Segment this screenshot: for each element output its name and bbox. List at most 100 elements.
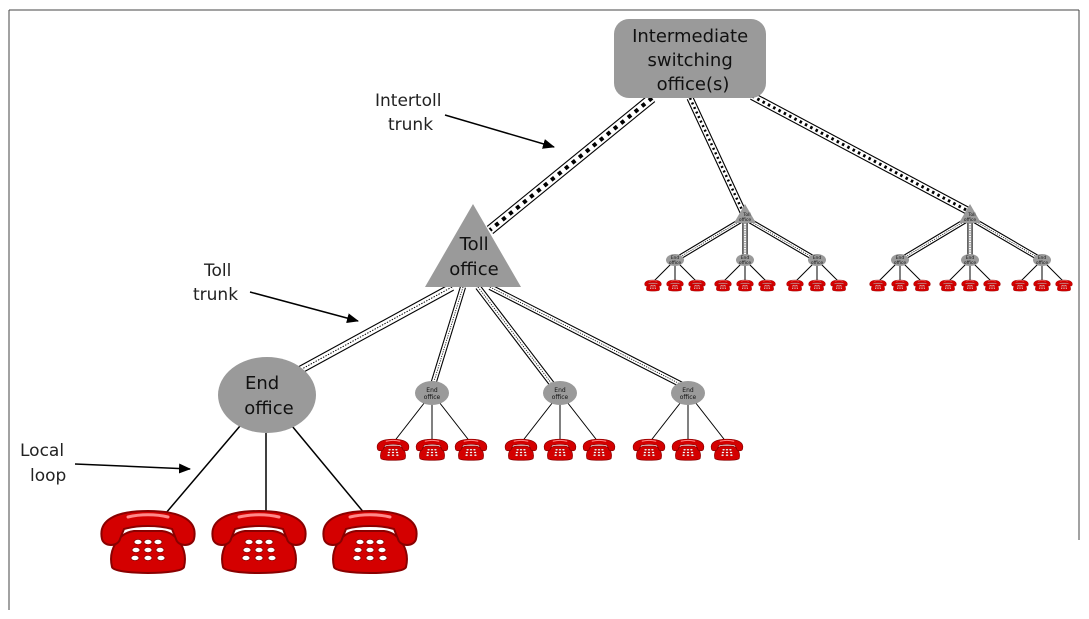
phone-key	[355, 539, 365, 545]
phone-key	[650, 448, 654, 451]
end-office: End office	[218, 357, 316, 433]
phone-key	[966, 287, 969, 289]
phone-key	[378, 554, 388, 561]
end-office-shape	[218, 357, 316, 433]
small-toll-office-shape	[959, 204, 981, 223]
phone-handset	[582, 438, 616, 452]
phone-key	[523, 454, 527, 457]
phone-key	[143, 539, 153, 545]
telephone-icon	[1033, 279, 1051, 292]
phone-key	[944, 287, 947, 289]
phone-layer	[100, 279, 1073, 574]
phone-handset	[666, 279, 684, 287]
phone-key	[696, 286, 698, 288]
phone-key	[899, 287, 901, 289]
phone-highlight	[719, 439, 735, 442]
phone-key	[836, 286, 838, 288]
telephone-icon	[830, 279, 848, 292]
phone-key	[682, 454, 686, 457]
phone-key	[561, 448, 565, 451]
phone-key	[649, 287, 652, 289]
phone-key	[466, 448, 470, 451]
small-toll-office-shape	[734, 204, 756, 223]
telephone-icon	[644, 279, 662, 292]
local-loop-annotation: Local loop	[20, 441, 191, 486]
phone-key	[796, 287, 799, 289]
phone-key	[130, 554, 140, 561]
phone-key	[993, 287, 996, 289]
phone-key	[391, 451, 395, 454]
toll-trunk	[429, 286, 466, 389]
small-end-label-line2: office	[669, 260, 682, 266]
phone-key	[719, 287, 722, 289]
phone-key	[1063, 285, 1065, 287]
phone-key	[1021, 285, 1023, 287]
phone-key	[594, 448, 598, 451]
phone-key	[835, 287, 838, 289]
phone-handset	[714, 279, 732, 287]
phone-handset	[913, 279, 931, 287]
telephone-icon	[983, 279, 1001, 292]
phone-key	[1038, 287, 1041, 289]
phone-key	[644, 448, 648, 451]
phone-key	[1021, 287, 1024, 289]
phone-key	[597, 448, 601, 451]
phone-highlight	[463, 439, 479, 442]
mini-toll-trunk-pattern	[744, 217, 818, 261]
small-end-label-line2: office	[964, 260, 977, 266]
telephone-icon	[504, 438, 538, 461]
trunk-layer	[159, 92, 1065, 521]
phone-key	[671, 287, 674, 289]
phone-key	[143, 554, 153, 561]
phone-key	[597, 454, 601, 457]
intertoll-trunk-annotation: Intertoll trunk	[375, 91, 555, 149]
phone-key	[600, 448, 604, 451]
small-end-label-line2: office	[811, 260, 824, 266]
intertoll-label-line2: trunk	[388, 115, 433, 135]
phone-key	[430, 454, 434, 457]
arrow-icon	[249, 291, 359, 323]
telephone-icon	[1055, 279, 1073, 292]
intertoll-label-line1: Intertoll	[375, 91, 441, 111]
phone-key	[949, 287, 952, 289]
toll-trunk-pattern	[489, 286, 689, 389]
phone-key	[838, 285, 840, 287]
small-end-label-line1: End	[1038, 255, 1047, 261]
intertoll-trunk-pattern	[688, 97, 745, 213]
telephone-icon	[415, 438, 449, 461]
mini-toll-trunk-pattern	[899, 217, 971, 261]
phone-key	[744, 287, 746, 289]
toll-trunk-label-line1: Toll	[203, 261, 231, 281]
toll-label-line2: office	[449, 259, 498, 280]
phone-key	[725, 454, 729, 457]
phone-handset	[543, 438, 577, 452]
phone-key	[387, 454, 391, 457]
phone-key	[879, 287, 882, 289]
phone-key	[554, 454, 558, 457]
telephone-icon	[666, 279, 684, 292]
toll-trunk-pattern	[299, 286, 453, 371]
phone-key	[686, 451, 690, 454]
phone-key	[244, 539, 254, 545]
phone-handset	[891, 279, 909, 287]
phone-key	[875, 286, 877, 288]
phone-key	[242, 547, 252, 553]
phone-highlight	[126, 513, 170, 519]
phone-key	[766, 286, 768, 288]
intertoll-trunk-pattern	[751, 94, 971, 214]
phone-key	[515, 454, 519, 457]
phone-highlight	[641, 439, 657, 442]
phone-key	[676, 285, 678, 287]
phone-key	[766, 285, 768, 287]
phone-key	[654, 286, 656, 288]
phone-key	[967, 286, 969, 288]
phone-key	[391, 448, 395, 451]
mini-toll-trunk	[743, 215, 819, 263]
phone-key	[1043, 287, 1046, 289]
